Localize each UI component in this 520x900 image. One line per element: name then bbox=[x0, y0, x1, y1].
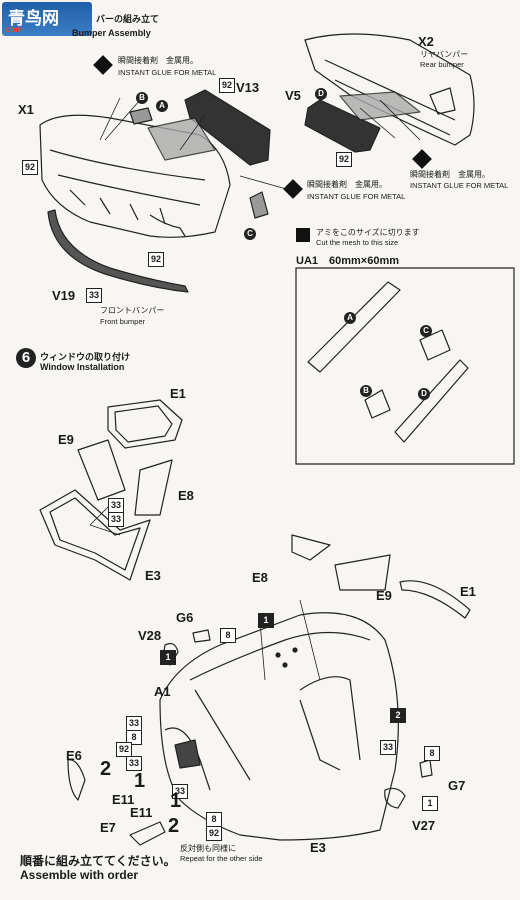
order-1-e11-b: 1 bbox=[170, 790, 182, 812]
numbox-92-grille: 92 bbox=[219, 78, 235, 93]
numbox-92-rear: 92 bbox=[336, 152, 352, 167]
badge-b-front: B bbox=[136, 92, 148, 104]
repeat-jp: 反対側も同様に bbox=[180, 844, 236, 853]
label-e6: E6 bbox=[66, 748, 82, 763]
label-e3: E3 bbox=[310, 840, 326, 855]
front-bumper-jp: フロントバンパー bbox=[100, 306, 165, 315]
label-e1: E1 bbox=[460, 584, 476, 599]
watermark-logo: 青鸟网 com bbox=[2, 2, 92, 36]
badge-c-front: C bbox=[244, 228, 256, 240]
front-lip-shape bbox=[47, 209, 189, 293]
glue-note-2-jp: 瞬間接着剤 金属用。 bbox=[307, 180, 387, 189]
order-2-e7: 2 bbox=[168, 815, 180, 837]
label-e1-window: E1 bbox=[170, 386, 186, 401]
numbox-33-front-1: 33 bbox=[126, 716, 142, 731]
numbox-8-lamp: 8 bbox=[206, 812, 222, 827]
numbox-2-side: 2 bbox=[390, 708, 406, 723]
grille-v13-shape bbox=[184, 89, 271, 166]
header-jp: バーの組み立て bbox=[96, 14, 160, 24]
numbox-92-lower: 92 bbox=[148, 252, 164, 267]
logo-text: 青鸟网 bbox=[8, 9, 59, 29]
glue-note-3-jp: 瞬間接着剤 金属用。 bbox=[410, 170, 490, 179]
badge-a-front: A bbox=[156, 100, 168, 112]
numbox-92-front: 92 bbox=[22, 160, 38, 175]
step-6-title-en: Window Installation bbox=[40, 362, 125, 372]
numbox-8-g6: 8 bbox=[220, 628, 236, 643]
label-x1: X1 bbox=[18, 102, 34, 117]
label-v28: V28 bbox=[138, 628, 162, 643]
numbox-33-window-1: 33 bbox=[108, 498, 124, 513]
window-e1-shape bbox=[107, 399, 183, 449]
numbox-33-lamp: 33 bbox=[172, 784, 188, 799]
numbox-1-v28: 1 bbox=[160, 650, 176, 665]
step-6-badge: 6 bbox=[16, 348, 36, 368]
assemble-order-jp: 順番に組み立ててください。 bbox=[20, 854, 176, 868]
label-e9-window: E9 bbox=[58, 432, 74, 447]
label-g6: G6 bbox=[176, 610, 194, 625]
window-e9-shape bbox=[77, 439, 126, 501]
badge-d-rear: D bbox=[315, 88, 327, 100]
repeat-en: Repeat for the other side bbox=[180, 854, 263, 863]
badge-c-mesh: C bbox=[420, 325, 432, 337]
assemble-order-en: Assemble with order bbox=[20, 868, 139, 882]
numbox-33-lip: 33 bbox=[86, 288, 102, 303]
numbox-92-front-car: 92 bbox=[116, 742, 132, 757]
glue-note-3-en: INSTANT GLUE FOR METAL bbox=[410, 181, 509, 190]
rear-bumper-jp: リヤバンパー bbox=[420, 50, 469, 59]
badge-d-mesh: D bbox=[418, 388, 430, 400]
numbox-1-roof: 1 bbox=[258, 613, 274, 628]
label-e11-b: E11 bbox=[130, 805, 153, 820]
label-x2: X2 bbox=[418, 34, 434, 49]
glue-note-1-jp: 瞬間接着剤 金属用。 bbox=[118, 56, 198, 65]
mesh-icon bbox=[296, 228, 310, 242]
numbox-92-lamp: 92 bbox=[206, 826, 222, 841]
logo-subtext: com bbox=[6, 25, 23, 34]
rear-bumper-en: Rear bumper bbox=[420, 60, 464, 69]
window-e3-shape bbox=[39, 489, 151, 581]
order-2-e6: 2 bbox=[100, 758, 112, 780]
header-en: Bumper Assembly bbox=[72, 28, 151, 38]
label-v27: V27 bbox=[412, 818, 436, 833]
glue-note-2-en: INSTANT GLUE FOR METAL bbox=[307, 192, 406, 201]
label-g7: G7 bbox=[448, 778, 466, 793]
ua1-label: UA1 60mm×60mm bbox=[296, 255, 400, 267]
badge-a-mesh: A bbox=[344, 312, 356, 324]
label-e3-window: E3 bbox=[145, 568, 161, 583]
glue-note-1-en: INSTANT GLUE FOR METAL bbox=[118, 68, 217, 77]
mesh-en: Cut the mesh to this size bbox=[316, 238, 399, 247]
label-e7: E7 bbox=[100, 820, 116, 835]
numbox-1-v27: 1 bbox=[422, 796, 438, 811]
mesh-jp: アミをこのサイズに切ります bbox=[316, 228, 420, 237]
label-e11-a: E11 bbox=[112, 792, 135, 807]
rear-part-v5-shape bbox=[304, 99, 381, 153]
numbox-33-front-2: 33 bbox=[126, 756, 142, 771]
car-body-shape bbox=[159, 612, 399, 841]
numbox-33-side: 33 bbox=[380, 740, 396, 755]
front-bumper-en: Front bumper bbox=[100, 317, 146, 326]
numbox-8-g7: 8 bbox=[424, 746, 440, 761]
label-e8: E8 bbox=[252, 570, 268, 585]
label-a1: A1 bbox=[154, 684, 171, 699]
window-e8-shape bbox=[134, 459, 173, 516]
numbox-33-window-2: 33 bbox=[108, 512, 124, 527]
label-e9: E9 bbox=[376, 588, 392, 603]
numbox-8-front: 8 bbox=[126, 730, 142, 745]
label-v5: V5 bbox=[285, 88, 301, 103]
order-1-e11: 1 bbox=[134, 770, 146, 792]
label-e8-window: E8 bbox=[178, 488, 194, 503]
badge-b-mesh: B bbox=[360, 385, 372, 397]
front-bumper-shape bbox=[39, 114, 231, 238]
step-6-title-jp: ウィンドウの取り付け bbox=[40, 352, 131, 362]
label-v13: V13 bbox=[236, 80, 260, 95]
mesh-template-box bbox=[295, 267, 515, 465]
label-v19: V19 bbox=[52, 288, 76, 303]
